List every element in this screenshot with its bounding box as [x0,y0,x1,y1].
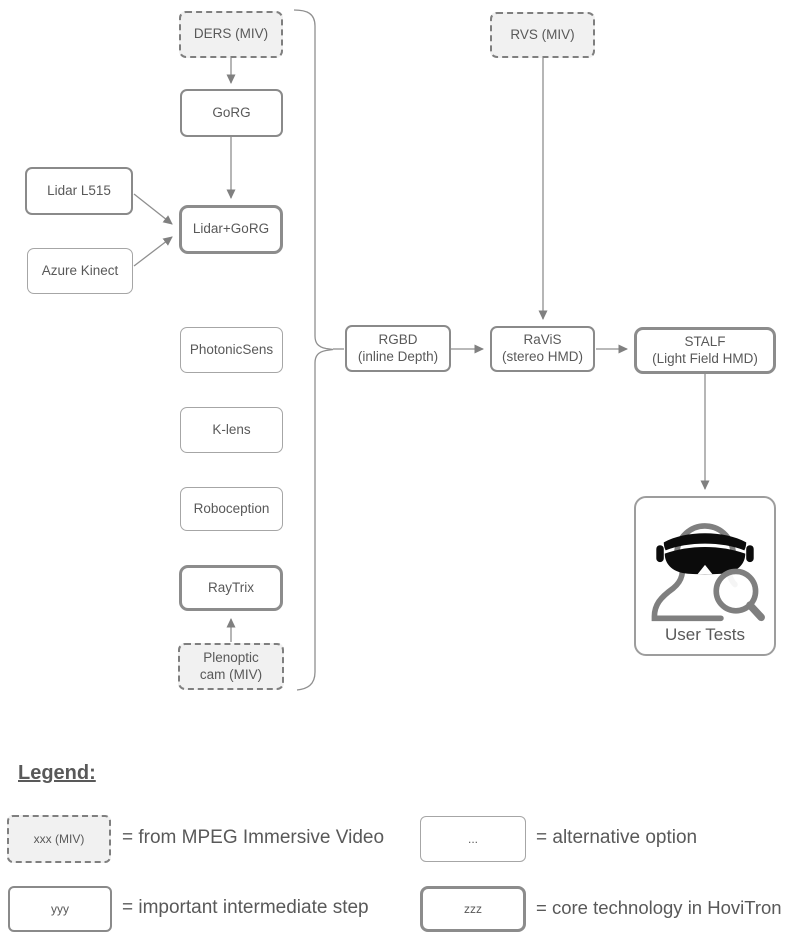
node-rvs-miv: RVS (MIV) [490,12,595,58]
node-gorg: GoRG [180,89,283,137]
node-plenoptic-cam-miv: Plenoptic cam (MIV) [178,643,284,690]
legend-sample-alternative-box: ... [420,816,526,862]
node-stalf-light-field-hmd: STALF (Light Field HMD) [634,327,776,374]
node-roboception: Roboception [180,487,283,531]
magnifier-icon [713,568,765,622]
legend-meaning-intermediate: = important intermediate step [122,897,369,918]
node-lidar-gorg: Lidar+GoRG [179,205,283,254]
legend-title: Legend: [18,762,96,784]
node-k-lens: K-lens [180,407,283,453]
node-photonicsens: PhotonicSens [180,327,283,373]
vr-visor-goggles [664,546,746,575]
vr-headset-user-icon [651,523,765,622]
node-lidar-l515: Lidar L515 [25,167,133,215]
vr-visor-strap [663,533,747,551]
legend-sample-intermediate-box: yyy [8,886,112,932]
legend-sample-miv-box: xxx (MIV) [7,815,111,863]
node-raytrix: RayTrix [179,565,283,611]
node-azure-kinect: Azure Kinect [27,248,133,294]
legend-meaning-alternative: = alternative option [536,827,698,848]
node-ders-miv: DERS (MIV) [179,11,283,58]
collector-brace [293,9,334,691]
legend-meaning-core: = core technology in HoviTron [536,897,782,918]
user-tests-label: User Tests [665,625,745,644]
node-ravis-stereo-hmd: RaViS (stereo HMD) [490,326,595,372]
node-rgbd-inline-depth: RGBD (inline Depth) [345,325,451,372]
arrow-lidarl515-to-lidargorg [133,193,173,225]
node-user-tests: User Tests [634,496,776,656]
legend-meaning-miv: = from MPEG Immersive Video [122,827,385,848]
legend-sample-core-box: zzz [420,886,526,932]
arrow-azurekinect-to-lidargorg [133,236,173,267]
